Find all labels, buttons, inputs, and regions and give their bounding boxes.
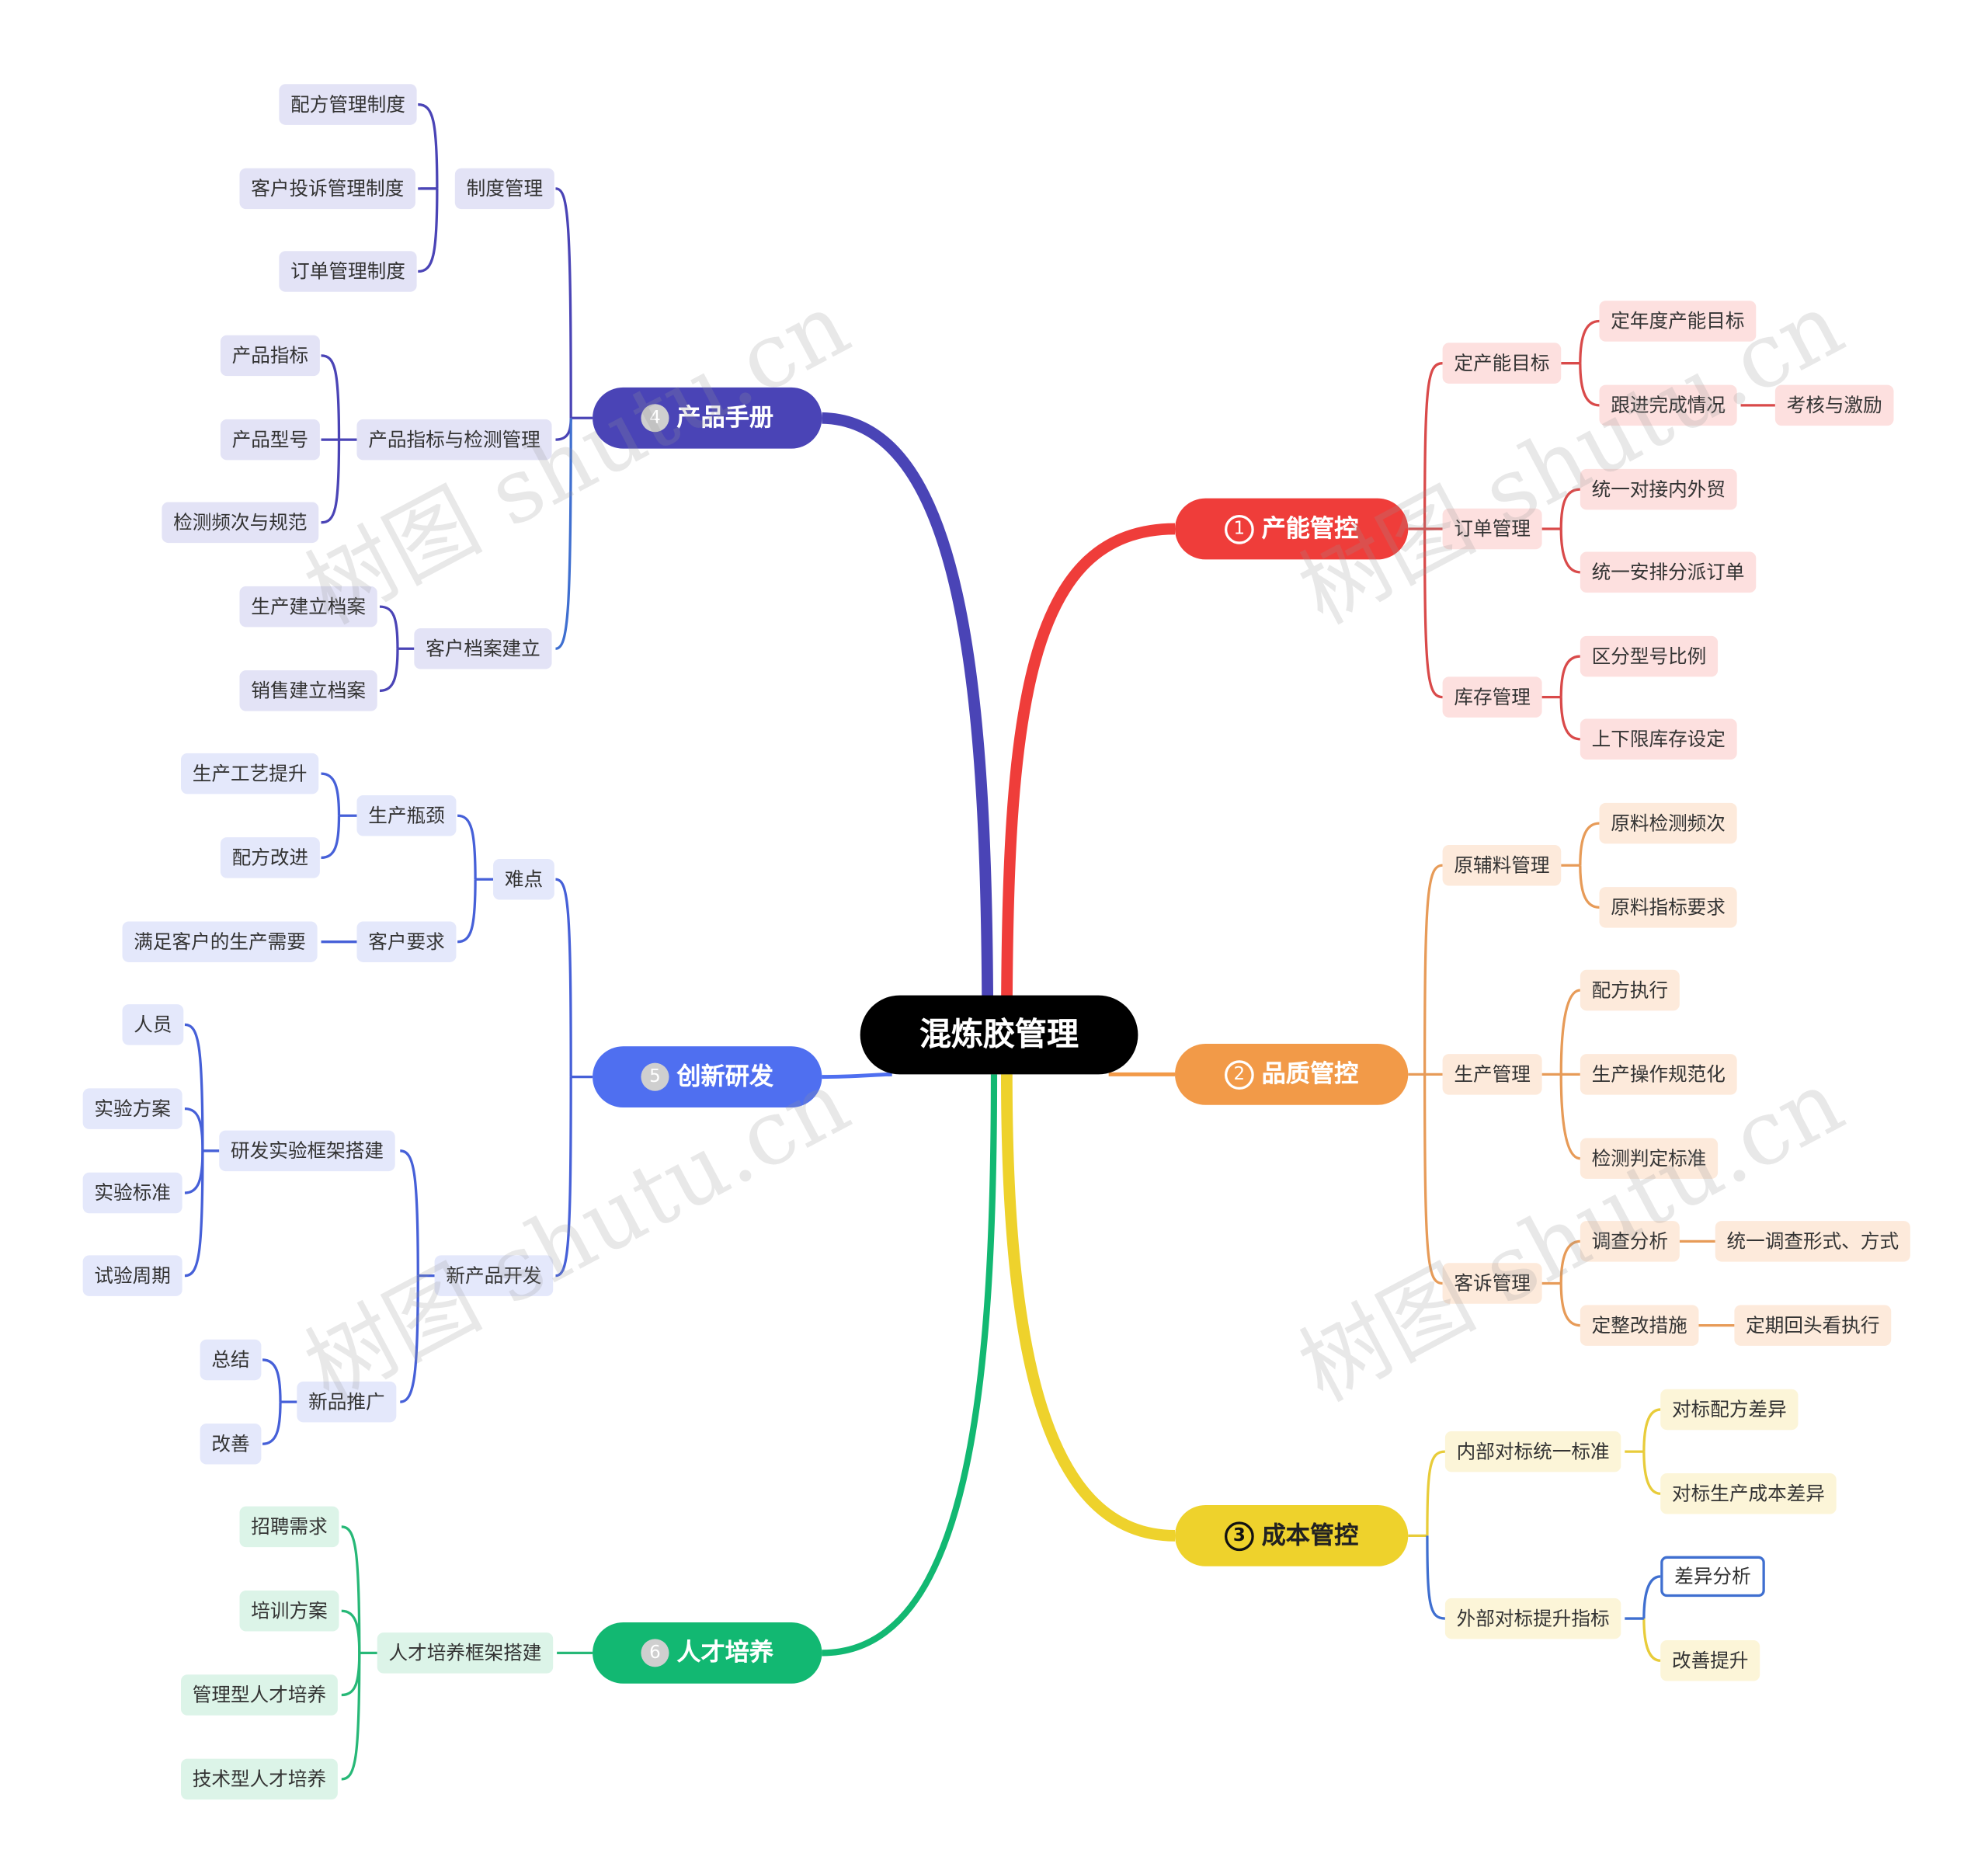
topic-node[interactable]: 产品指标 xyxy=(220,335,320,377)
topic-node[interactable]: 上下限库存设定 xyxy=(1580,718,1737,760)
topic-node[interactable]: 新品推广 xyxy=(297,1381,397,1423)
branch-quality[interactable]: 2 品质管控 xyxy=(1175,1043,1409,1105)
topic-node[interactable]: 生产瓶颈 xyxy=(356,794,457,836)
topic-node[interactable]: 统一对接内外贸 xyxy=(1580,468,1737,510)
topic-node[interactable]: 客诉管理 xyxy=(1442,1263,1542,1304)
branch-label: 成本管控 xyxy=(1261,1521,1359,1550)
topic-node[interactable]: 实验标准 xyxy=(82,1172,182,1214)
topic-node[interactable]: 定年度产能目标 xyxy=(1599,301,1757,342)
number-badge: 1 xyxy=(1224,514,1254,544)
topic-node[interactable]: 产品指标与检测管理 xyxy=(356,419,552,461)
topic-node[interactable]: 配方执行 xyxy=(1580,969,1680,1011)
topic-node[interactable]: 实验方案 xyxy=(82,1088,182,1129)
topic-node[interactable]: 生产工艺提升 xyxy=(181,753,319,794)
branch-innovation[interactable]: 5 创新研发 xyxy=(593,1046,822,1108)
topic-node[interactable]: 检测频次与规范 xyxy=(162,502,319,544)
topic-node[interactable]: 库存管理 xyxy=(1442,676,1542,718)
number-badge: 5 xyxy=(641,1062,669,1091)
topic-node[interactable]: 统一调查形式、方式 xyxy=(1715,1221,1910,1262)
number-badge: 3 xyxy=(1224,1521,1254,1551)
topic-node[interactable]: 原料检测频次 xyxy=(1599,802,1737,844)
topic-node[interactable]: 培训方案 xyxy=(239,1590,339,1632)
branch-talent[interactable]: 6 人才培养 xyxy=(593,1622,822,1684)
topic-node[interactable]: 客户档案建立 xyxy=(414,628,552,669)
topic-node[interactable]: 定整改措施 xyxy=(1580,1305,1699,1346)
topic-node[interactable]: 定产能目标 xyxy=(1442,342,1562,384)
branch-label: 产品手册 xyxy=(676,404,774,433)
topic-node[interactable]: 原料指标要求 xyxy=(1599,887,1737,928)
topic-node[interactable]: 人员 xyxy=(122,1004,184,1045)
topic-node[interactable]: 外部对标提升指标 xyxy=(1444,1598,1621,1639)
topic-node[interactable]: 销售建立档案 xyxy=(239,670,377,711)
topic-node[interactable]: 调查分析 xyxy=(1580,1221,1680,1262)
topic-node[interactable]: 管理型人才培养 xyxy=(181,1674,338,1716)
topic-node[interactable]: 改善 xyxy=(200,1423,262,1465)
topic-node[interactable]: 跟进完成情况 xyxy=(1599,384,1737,426)
topic-node[interactable]: 生产建立档案 xyxy=(239,586,377,628)
topic-node[interactable]: 新产品开发 xyxy=(434,1255,554,1296)
topic-node[interactable]: 订单管理 xyxy=(1442,508,1542,550)
branch-cost[interactable]: 3 成本管控 xyxy=(1175,1505,1409,1566)
branch-label: 创新研发 xyxy=(676,1062,774,1091)
topic-node[interactable]: 产品型号 xyxy=(220,419,320,461)
branch-label: 品质管控 xyxy=(1261,1060,1359,1089)
topic-node[interactable]: 招聘需求 xyxy=(239,1506,339,1548)
number-badge: 4 xyxy=(641,404,669,433)
topic-node[interactable]: 改善提升 xyxy=(1660,1639,1760,1681)
topic-node[interactable]: 订单管理制度 xyxy=(279,251,417,292)
branch-manual[interactable]: 4 产品手册 xyxy=(593,387,822,449)
topic-node-selected[interactable]: 差异分析 xyxy=(1660,1556,1765,1598)
topic-node[interactable]: 统一安排分派订单 xyxy=(1580,551,1757,593)
topic-node[interactable]: 区分型号比例 xyxy=(1580,635,1719,677)
topic-node[interactable]: 满足客户的生产需要 xyxy=(122,921,318,962)
topic-node[interactable]: 定期回头看执行 xyxy=(1734,1305,1892,1346)
topic-node[interactable]: 生产操作规范化 xyxy=(1580,1054,1737,1095)
topic-node[interactable]: 内部对标统一标准 xyxy=(1444,1431,1621,1472)
topic-node[interactable]: 难点 xyxy=(493,859,554,900)
topic-node[interactable]: 客户要求 xyxy=(356,921,457,962)
topic-node[interactable]: 技术型人才培养 xyxy=(181,1758,338,1800)
topic-node[interactable]: 检测判定标准 xyxy=(1580,1138,1719,1179)
topic-node[interactable]: 研发实验框架搭建 xyxy=(219,1130,395,1172)
branch-capacity[interactable]: 1 产能管控 xyxy=(1175,498,1409,560)
number-badge: 6 xyxy=(641,1639,669,1667)
topic-node[interactable]: 对标生产成本差异 xyxy=(1660,1472,1837,1514)
topic-node[interactable]: 配方管理制度 xyxy=(279,84,417,125)
topic-node[interactable]: 生产管理 xyxy=(1442,1054,1542,1095)
root-topic[interactable]: 混炼胶管理 xyxy=(860,995,1138,1075)
topic-node[interactable]: 制度管理 xyxy=(454,168,554,210)
branch-label: 产能管控 xyxy=(1261,514,1359,544)
topic-node[interactable]: 配方改进 xyxy=(220,837,320,878)
topic-node[interactable]: 总结 xyxy=(200,1339,262,1381)
topic-node[interactable]: 人才培养框架搭建 xyxy=(377,1632,554,1674)
topic-node[interactable]: 原辅料管理 xyxy=(1442,844,1562,886)
branch-label: 人才培养 xyxy=(676,1639,774,1667)
topic-node[interactable]: 对标配方差异 xyxy=(1660,1389,1799,1431)
topic-node[interactable]: 客户投诉管理制度 xyxy=(239,168,415,210)
number-badge: 2 xyxy=(1224,1059,1254,1090)
topic-node[interactable]: 考核与激励 xyxy=(1774,384,1894,426)
topic-node[interactable]: 试验周期 xyxy=(82,1255,182,1296)
